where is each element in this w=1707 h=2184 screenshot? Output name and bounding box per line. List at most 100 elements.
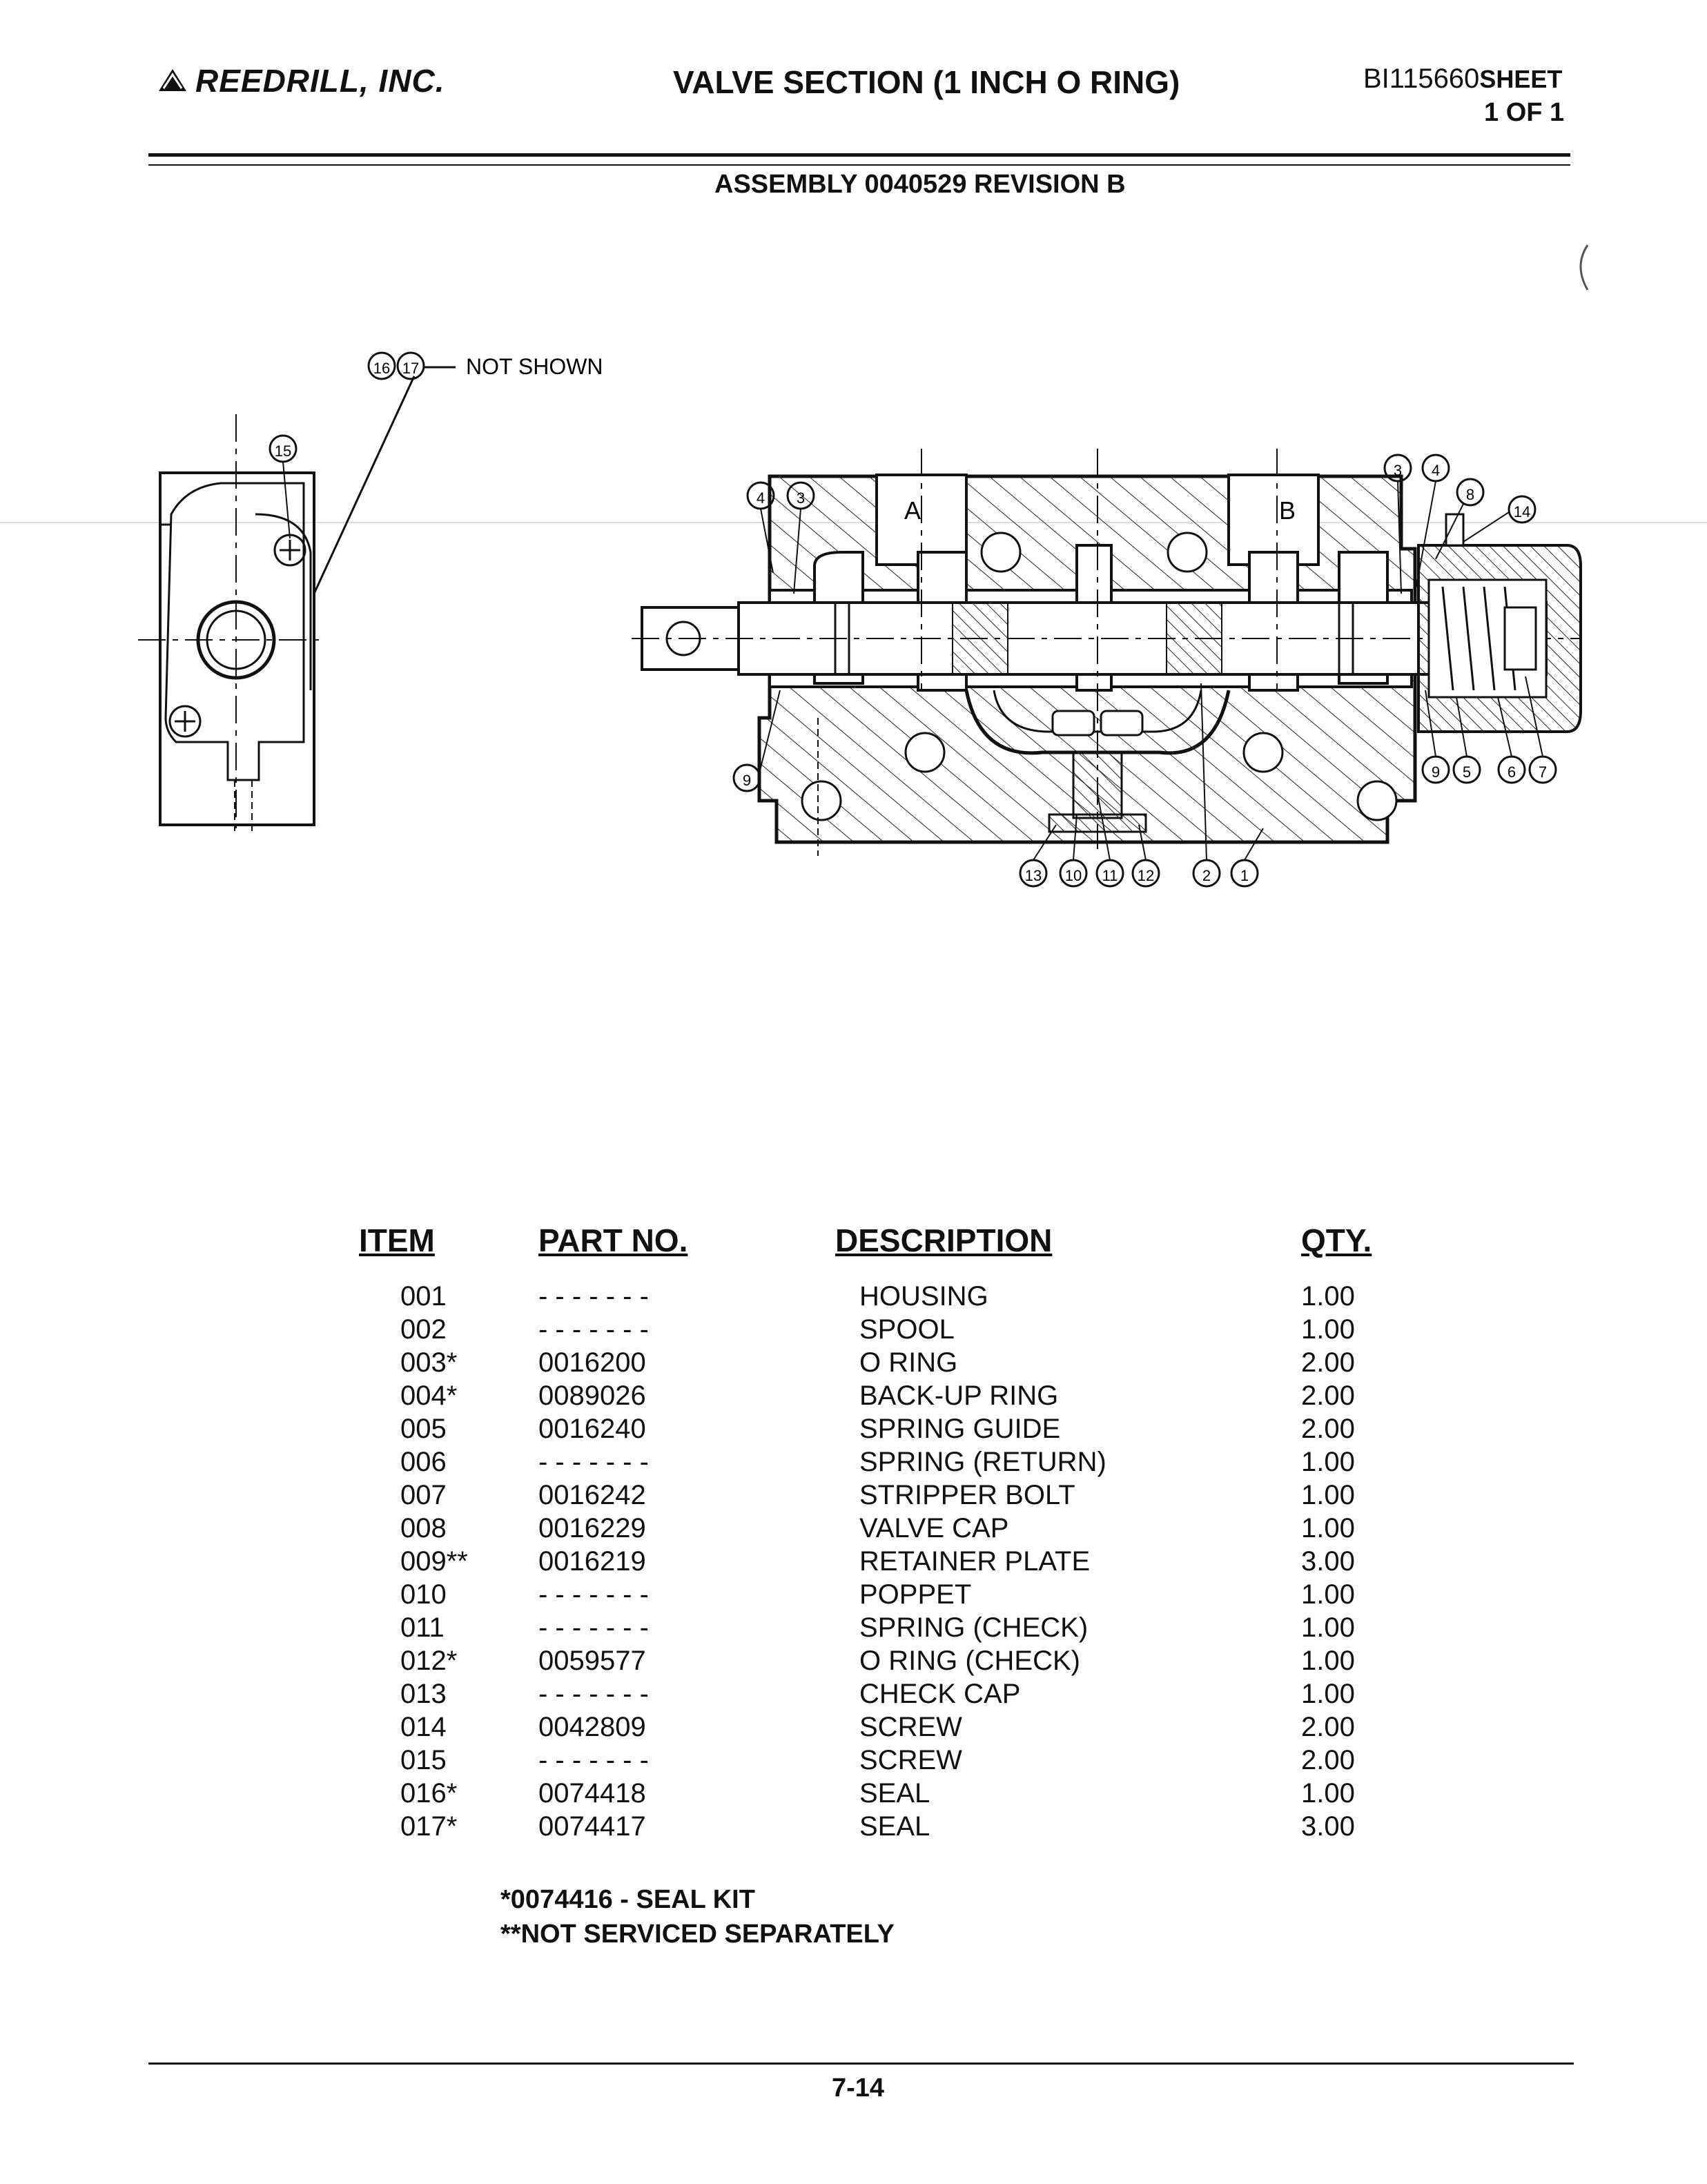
item-cell: 016* bbox=[400, 1778, 458, 1808]
qty-cell: 2.00 bbox=[1301, 1745, 1355, 1775]
svg-text:9: 9 bbox=[1432, 763, 1440, 781]
part-no-cell: 0016200 bbox=[538, 1347, 646, 1378]
description-cell: O RING (CHECK) bbox=[859, 1646, 1080, 1676]
svg-text:14: 14 bbox=[1514, 503, 1530, 520]
qty-cell: 1.00 bbox=[1301, 1778, 1355, 1808]
balloon-14: 14 bbox=[1508, 495, 1537, 524]
balloon-9-left: 9 bbox=[732, 763, 761, 792]
qty-cell: 2.00 bbox=[1301, 1347, 1355, 1378]
qty-cell: 1.00 bbox=[1301, 1447, 1355, 1477]
description-cell: SCREW bbox=[859, 1745, 962, 1775]
item-cell: 008 bbox=[400, 1513, 447, 1543]
part-no-cell: 0016240 bbox=[538, 1414, 646, 1444]
part-no-cell: 0089026 bbox=[538, 1381, 646, 1411]
description-cell: BACK-UP RING bbox=[859, 1381, 1059, 1411]
svg-text:4: 4 bbox=[757, 489, 765, 507]
main-section-view: A B bbox=[632, 449, 1582, 856]
balloon-6: 6 bbox=[1497, 755, 1526, 784]
svg-text:3: 3 bbox=[1394, 462, 1402, 479]
balloon-4-right: 4 bbox=[1421, 454, 1450, 482]
item-cell: 006 bbox=[400, 1447, 447, 1477]
item-cell: 010 bbox=[400, 1579, 447, 1610]
description-cell: SCREW bbox=[859, 1712, 962, 1742]
description-cell: O RING bbox=[859, 1347, 958, 1378]
header-rule-thin bbox=[148, 164, 1570, 166]
balloon-9-right: 9 bbox=[1421, 755, 1450, 784]
part-no-cell: - - - - - - - bbox=[538, 1679, 649, 1709]
valve-section-drawing: 16 1 7 NOT SHOWN 15 A B bbox=[0, 244, 1707, 888]
item-cell: 015 bbox=[400, 1745, 447, 1775]
svg-text:4: 4 bbox=[1432, 462, 1440, 479]
assembly-revision: ASSEMBLY 0040529 REVISION B bbox=[714, 170, 1126, 199]
description-cell: RETAINER PLATE bbox=[859, 1546, 1091, 1577]
item-cell: 017* bbox=[400, 1811, 458, 1842]
scan-mark bbox=[1579, 244, 1589, 291]
item-cell: 007 bbox=[400, 1480, 447, 1510]
not-serviced-note: **NOT SERVICED SEPARATELY bbox=[500, 1920, 895, 1949]
col-description: DESCRIPTION bbox=[835, 1222, 1053, 1258]
seal-kit-note: *0074416 - SEAL KIT bbox=[500, 1885, 755, 1914]
company-name: REEDRILL, INC. bbox=[195, 63, 445, 99]
col-item: ITEM bbox=[359, 1222, 435, 1258]
svg-text:6: 6 bbox=[1508, 763, 1516, 781]
port-b-label: B bbox=[1279, 496, 1296, 525]
part-no-cell: 0016229 bbox=[538, 1513, 646, 1543]
description-cell: SPOOL bbox=[859, 1314, 955, 1345]
svg-text:15: 15 bbox=[275, 442, 291, 460]
sheet-label: SHEET bbox=[1479, 65, 1563, 93]
qty-cell: 1.00 bbox=[1301, 1480, 1355, 1510]
part-no-cell: 0042809 bbox=[538, 1712, 646, 1742]
table-row: 011- - - - - - -SPRING (CHECK)1.00 bbox=[359, 1611, 1439, 1644]
parts-table: ITEM PART NO. DESCRIPTION QTY. 001- - - … bbox=[359, 1222, 1439, 1843]
header-rule-thick bbox=[148, 153, 1570, 157]
balloon-11: 11 bbox=[1095, 859, 1124, 888]
balloon-12: 12 bbox=[1131, 859, 1160, 888]
balloon-16: 16 bbox=[367, 351, 396, 380]
description-cell: SEAL bbox=[859, 1778, 930, 1808]
item-cell: 005 bbox=[400, 1414, 447, 1444]
qty-cell: 3.00 bbox=[1301, 1811, 1355, 1842]
qty-cell: 1.00 bbox=[1301, 1679, 1355, 1709]
description-cell: SPRING (RETURN) bbox=[859, 1447, 1106, 1477]
side-view bbox=[138, 376, 416, 835]
col-qty: QTY. bbox=[1301, 1222, 1372, 1258]
page-number: 7-14 bbox=[832, 2074, 885, 2103]
parts-header-row: ITEM PART NO. DESCRIPTION QTY. bbox=[359, 1222, 1439, 1280]
svg-text:13: 13 bbox=[1025, 867, 1042, 884]
sheet-count: 1 OF 1 bbox=[1484, 98, 1565, 127]
svg-text:3: 3 bbox=[797, 489, 805, 507]
item-cell: 003* bbox=[400, 1347, 458, 1378]
qty-cell: 2.00 bbox=[1301, 1712, 1355, 1742]
svg-text:2: 2 bbox=[1202, 867, 1211, 884]
svg-text:7: 7 bbox=[1539, 763, 1547, 781]
qty-cell: 1.00 bbox=[1301, 1281, 1355, 1312]
part-no-cell: - - - - - - - bbox=[538, 1579, 649, 1610]
balloon-8: 8 bbox=[1456, 478, 1485, 507]
footer-rule bbox=[148, 2063, 1574, 2065]
svg-text:11: 11 bbox=[1102, 867, 1118, 884]
svg-text:12: 12 bbox=[1138, 867, 1154, 884]
item-cell: 011 bbox=[400, 1612, 445, 1643]
balloon-1: 1 bbox=[1230, 859, 1259, 888]
part-no-cell: - - - - - - - bbox=[538, 1281, 649, 1312]
part-no-cell: - - - - - - - bbox=[538, 1447, 649, 1477]
description-cell: POPPET bbox=[859, 1579, 972, 1610]
description-cell: VALVE CAP bbox=[859, 1513, 1009, 1543]
not-shown-label: NOT SHOWN bbox=[466, 354, 603, 379]
qty-cell: 2.00 bbox=[1301, 1414, 1355, 1444]
description-cell: HOUSING bbox=[859, 1281, 988, 1312]
description-cell: CHECK CAP bbox=[859, 1679, 1021, 1709]
qty-cell: 1.00 bbox=[1301, 1612, 1355, 1643]
part-no-cell: 0016242 bbox=[538, 1480, 646, 1510]
svg-text:9: 9 bbox=[743, 772, 751, 789]
col-part-no: PART NO. bbox=[538, 1222, 688, 1258]
